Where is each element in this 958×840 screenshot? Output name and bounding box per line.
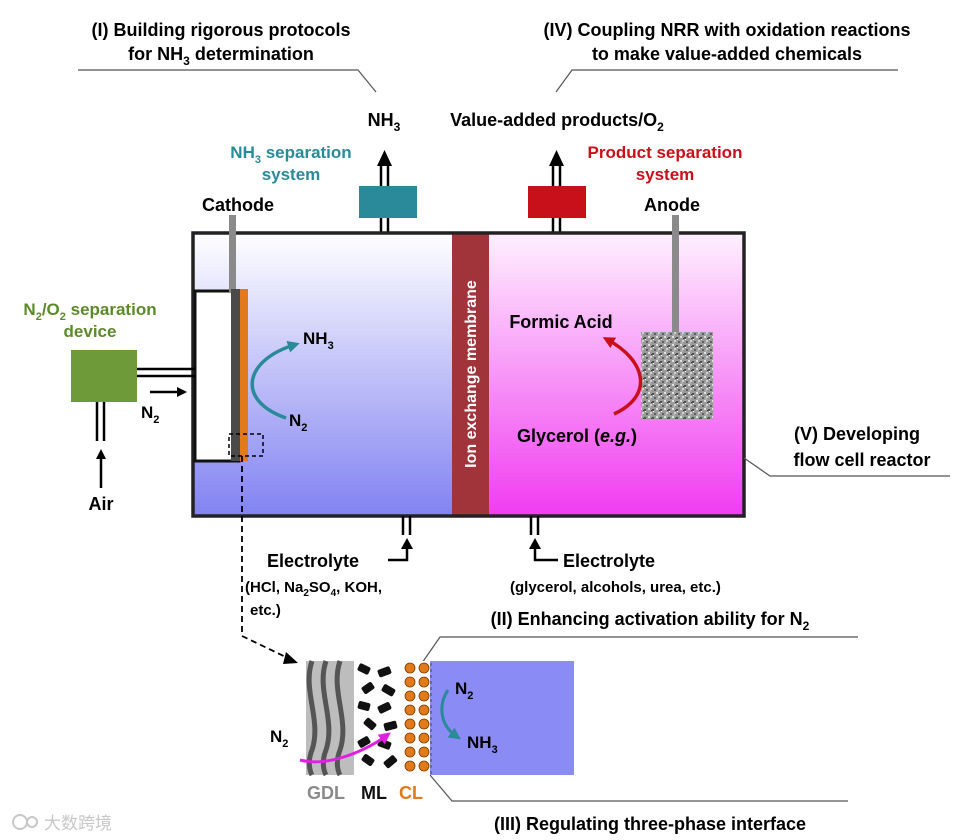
product-separation-line1: Product separation	[588, 143, 743, 162]
callout-coupling: (IV) Coupling NRR with oxidation reactio…	[544, 20, 911, 93]
glycerol-label: Glycerol (e.g.)	[517, 426, 637, 446]
product-separation-line2: system	[636, 165, 695, 184]
product-separation-box	[528, 186, 586, 218]
zoom-n2-in-label: N2	[270, 727, 288, 750]
callout-protocols: (I) Building rigorous protocols for NH3 …	[78, 20, 377, 93]
zoom-leader-arrowhead	[283, 652, 298, 664]
product-output-arrowhead	[549, 150, 564, 166]
cathode-label: Cathode	[202, 195, 274, 215]
air-label: Air	[88, 494, 113, 514]
glycerol-to-formic-arrow	[602, 337, 643, 416]
top-nh3-label: NH3	[368, 110, 401, 134]
nh3-separation-line1: NH3 separation	[230, 143, 351, 166]
ml-label: ML	[361, 783, 387, 803]
anode-label: Anode	[644, 195, 700, 215]
product-output-pipe	[551, 165, 562, 233]
ion-exchange-membrane	[452, 233, 489, 516]
cathode-rod	[229, 215, 236, 293]
gdl-fibers	[306, 660, 346, 777]
nh3-output-pipe	[379, 165, 390, 233]
air-input-pipe	[95, 402, 106, 441]
anode-electrolyte-arrow-line	[533, 548, 558, 562]
interface-title: (III) Regulating three-phase interface	[494, 814, 806, 834]
cathode-electrolyte-arrowhead	[401, 538, 413, 549]
anode-electrode	[641, 332, 713, 419]
activation-leader-line	[421, 636, 858, 664]
zoom-interface	[299, 660, 574, 777]
top-products-label: Value-added products/O2	[450, 110, 664, 134]
cathode-electrolyte-pipe	[401, 516, 412, 535]
n2-to-nh3-arrow	[250, 341, 300, 420]
zoom-leader-line	[241, 456, 293, 661]
cl-label: CL	[399, 783, 423, 803]
zoom-n2-out-label: N2	[455, 679, 473, 702]
protocols-line1: (I) Building rigorous protocols	[92, 20, 351, 40]
protocols-line2: for NH3 determination	[128, 44, 314, 68]
n2-feed-pipe	[137, 367, 195, 378]
gdl-label: GDL	[307, 783, 345, 803]
membrane-label: Ion exchange membrane	[463, 280, 480, 468]
activation-title: (II) Enhancing activation ability for N2	[491, 609, 810, 633]
electrolyte-right-label: Electrolyte	[563, 551, 655, 571]
flow-cell-outline	[191, 231, 746, 518]
reactor-leader-line	[743, 457, 950, 477]
reactor-line2: flow cell reactor	[793, 450, 930, 470]
electrolyte-left-line2: (HCl, Na2SO4, KOH,	[245, 579, 382, 599]
coupling-line2: to make value-added chemicals	[592, 44, 862, 64]
ml-layer	[354, 661, 404, 775]
electrolyte-region	[430, 661, 574, 775]
n2o2-separation-box	[71, 350, 137, 402]
protocols-leader-line	[78, 69, 377, 93]
electrolyte-left-label: Electrolyte	[267, 551, 359, 571]
nh3-separation-box	[359, 186, 417, 218]
reactor-line1: (V) Developing	[794, 424, 920, 444]
n2o2-separation-line2: device	[64, 322, 117, 341]
zoom-n2-to-nh3-arrow	[440, 689, 461, 740]
zoom-region-box	[228, 433, 264, 457]
n2o2-separation-line1: N2/O2 separation	[23, 300, 156, 323]
anode-electrolyte-pipe	[529, 516, 540, 535]
n2-diffusion-arrow	[299, 732, 391, 764]
anode-rod	[672, 215, 679, 335]
anode-electrolyte-arrowhead	[529, 538, 541, 549]
cell-n2-label: N2	[289, 411, 307, 434]
n2-feed-label: N2	[141, 403, 159, 426]
formic-acid-label: Formic Acid	[509, 312, 612, 332]
watermark-text: 大数跨境	[44, 814, 112, 834]
watermark-logo-icon	[12, 814, 28, 830]
zoom-nh3-label: NH3	[467, 733, 498, 756]
cell-nh3-label: NH3	[303, 329, 334, 352]
cathode-electrode	[231, 289, 240, 461]
coupling-line1: (IV) Coupling NRR with oxidation reactio…	[544, 20, 911, 40]
nh3-separation-line2: system	[262, 165, 321, 184]
electrolyte-right-line2: (glycerol, alcohols, urea, etc.)	[510, 579, 721, 596]
electrolyte-left-line3: etc.)	[250, 602, 281, 619]
cl-particles	[404, 662, 430, 772]
catalyst-layer-strip	[240, 289, 248, 461]
cathode-electrolyte-arrow-line	[388, 548, 409, 562]
coupling-leader-line	[555, 69, 898, 93]
interface-leader-line	[429, 774, 848, 802]
nh3-output-arrowhead	[377, 150, 392, 166]
watermark: 大数跨境	[12, 814, 112, 834]
